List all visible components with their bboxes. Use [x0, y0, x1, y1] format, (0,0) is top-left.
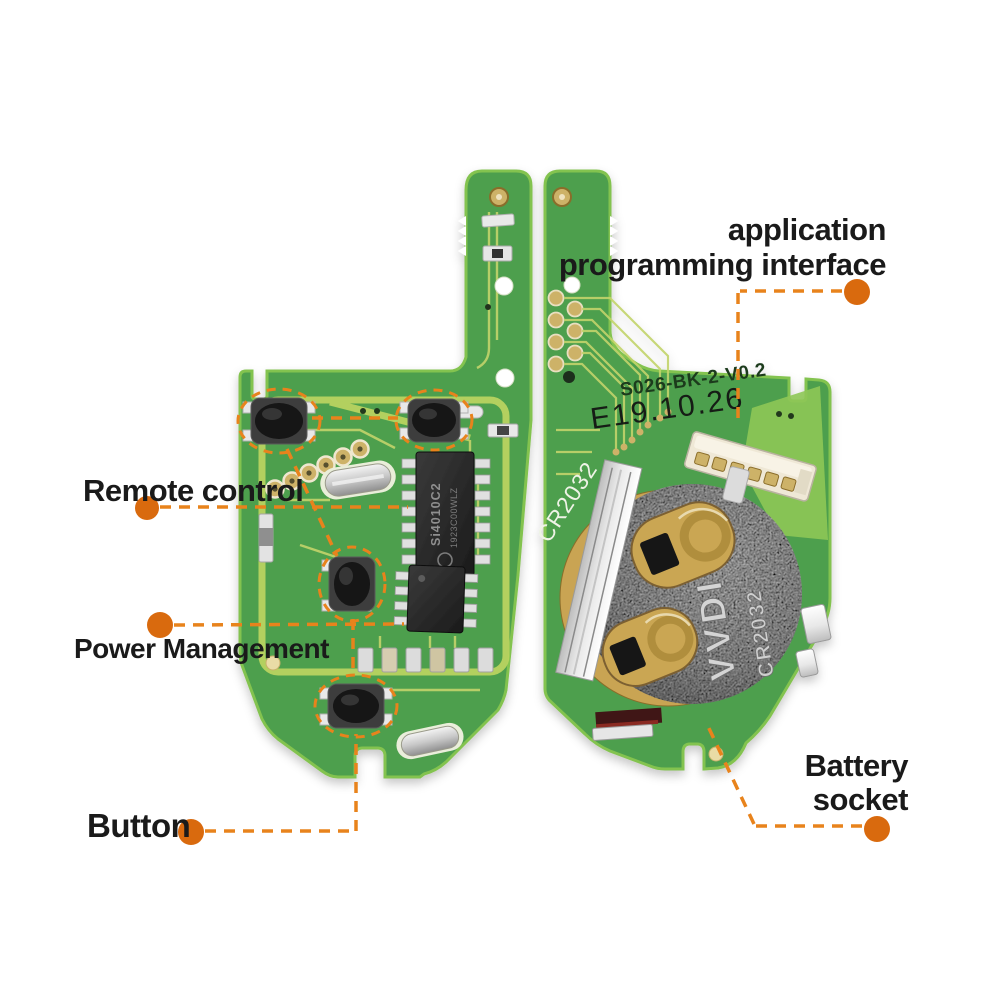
- battery-socket-assembly: VVDI CR2032: [555, 459, 832, 741]
- api-label-line2: programming interface: [558, 247, 887, 282]
- power-management-callout-dot: [147, 612, 173, 638]
- programming-connector: [683, 431, 817, 502]
- button-callout-dot: [178, 819, 204, 845]
- tactile-button-top-right: [399, 398, 469, 443]
- battery-callout-dot: [864, 816, 890, 842]
- battery-socket-label: Battery socket: [804, 748, 909, 817]
- callout-dots: [135, 279, 890, 845]
- left-neck-components: [481, 187, 515, 388]
- rf-ic-marking-line1: Si4010C2: [429, 482, 443, 546]
- tactile-button-top-left: [242, 397, 316, 445]
- battery-bottom-contact: [592, 707, 663, 741]
- battery-contact-window-upper: [630, 501, 736, 589]
- left-traces: [285, 212, 499, 692]
- left-neck-serration: [458, 216, 466, 256]
- battery-socket-label-line1: Battery: [804, 748, 909, 783]
- api-callout-dot: [844, 279, 870, 305]
- api-label: application programming interface: [558, 212, 887, 282]
- right-traces: [556, 296, 670, 476]
- button-link-diagonal: [285, 448, 339, 557]
- callout-graphics: [135, 279, 890, 845]
- left-plated-hole-row: [265, 439, 370, 499]
- battery-socket-label-line2: socket: [812, 782, 909, 817]
- power-management-label: Power Management: [74, 633, 329, 664]
- right-pcb: S026-BK-2-V0.2 E19.10.26 CR2032: [531, 169, 832, 771]
- remote-control-label: Remote control: [83, 473, 304, 508]
- battery-contact-window-lower: [601, 607, 699, 687]
- crystal-oscillator: [320, 460, 396, 500]
- left-via-hole-1: [494, 276, 514, 296]
- button-label: Button: [87, 807, 191, 844]
- callout-dashed-lines: [160, 289, 862, 833]
- api-label-line1: application: [727, 212, 887, 247]
- right-neck-serration: [610, 216, 618, 256]
- battery-side-tab: [800, 603, 832, 645]
- remote-control-callout-dot: [135, 496, 159, 520]
- right-trace-vias: [612, 408, 672, 456]
- tactile-button-bottom: [319, 683, 393, 729]
- rf-ic-marking-line2: 1923C00WLZ: [449, 487, 459, 548]
- bottom-metal-component: [396, 722, 464, 760]
- button-highlight-circles: [236, 387, 474, 739]
- battery-clip-arm: [555, 459, 643, 682]
- power-management-ic: [393, 564, 479, 634]
- connector-side-metal: [722, 466, 750, 504]
- tactile-button-middle: [321, 556, 376, 612]
- left-via-hole-2: [495, 368, 515, 388]
- power-management-callout-line: [173, 622, 405, 627]
